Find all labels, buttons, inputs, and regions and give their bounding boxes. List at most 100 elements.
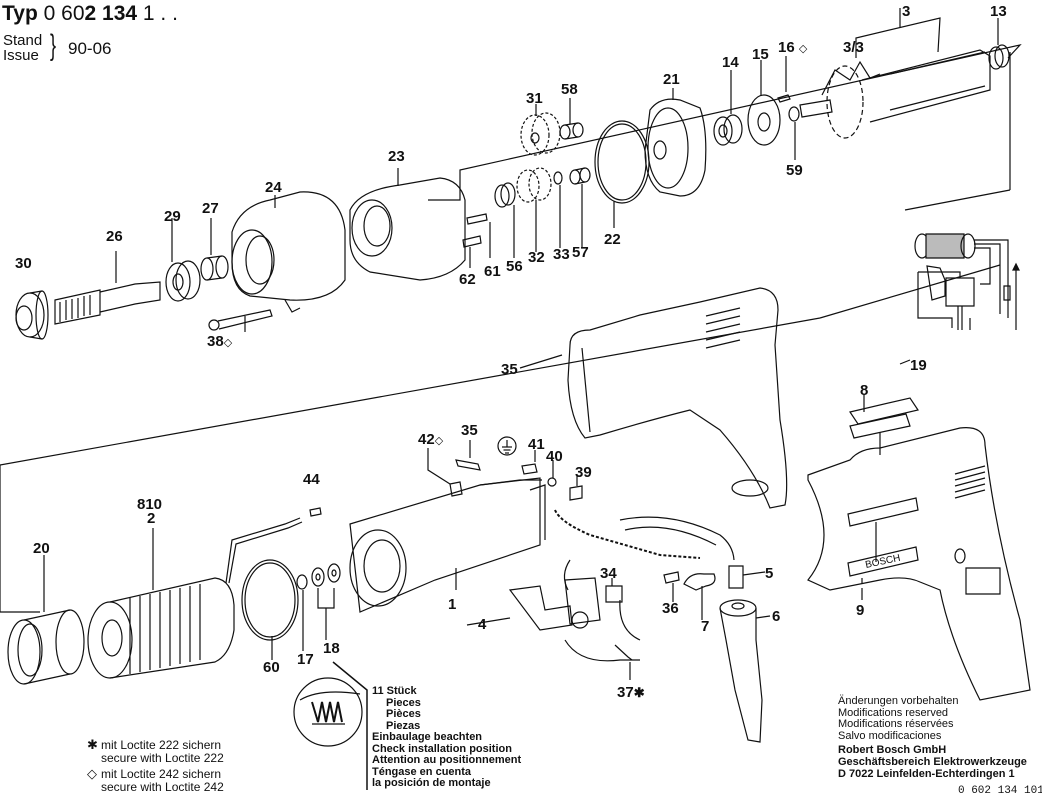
stand-issue-labels: Stand Issue <box>3 33 42 63</box>
star-icon: ✱ <box>87 737 98 752</box>
part-label-3: 3 <box>902 3 911 20</box>
part-label-9: 9 <box>856 602 865 619</box>
part-32-gear <box>517 168 551 252</box>
part-56-bearing <box>495 183 515 258</box>
part-label-40: 40 <box>546 448 563 465</box>
part-label-39: 39 <box>575 464 592 481</box>
wiring-schematic <box>915 234 1019 330</box>
loctite-242-icon: ◇ <box>223 337 233 349</box>
part-label-21: 21 <box>663 71 680 88</box>
part-1-motor-housing <box>350 478 545 612</box>
footer-address: D 7022 Leinfelden-Echterdingen 1 <box>838 767 1015 780</box>
part-23-housing <box>350 168 465 280</box>
part-label-60: 60 <box>263 659 280 676</box>
note-qty-en: Pieces <box>386 696 421 709</box>
part-label-61: 61 <box>484 263 501 280</box>
part-label-57: 57 <box>572 244 589 261</box>
part-8-label-plate <box>850 394 918 424</box>
parts-42-35-screws <box>428 440 480 496</box>
note-qty-es: Piezas <box>386 719 421 732</box>
part-label-36: 36 <box>662 600 679 617</box>
part-38-screw <box>209 310 272 332</box>
part-label-31: 31 <box>526 90 543 107</box>
note-install-en: Check installation position <box>372 742 512 755</box>
issue-label: Issue <box>3 47 39 64</box>
part-label-16: 16 ◇ <box>778 40 807 57</box>
part-label-17: 17 <box>297 651 314 668</box>
typ-number-prefix: 0 60 <box>43 2 85 25</box>
part-label-37: 37✱ <box>617 685 645 700</box>
legend-loctite-242: ◇mit Loctite 242 sichern secure with Loc… <box>87 767 224 794</box>
document-number: 0 602 134 101 <box>958 785 1042 797</box>
part-15-plate <box>748 60 780 145</box>
footer-changes-fr: Modifications réservées <box>838 718 954 731</box>
part-38-number: 38 <box>207 333 224 350</box>
footer-division: Geschäftsbereich Elektrowerkzeuge <box>838 755 1027 768</box>
part-44-sleeve <box>310 508 321 516</box>
part-label-59: 59 <box>786 162 803 179</box>
part-21-flange <box>645 88 706 196</box>
diamond-icon: ◇ <box>87 766 97 781</box>
parts-33-57 <box>554 168 590 248</box>
part-36-screw <box>664 572 679 602</box>
part-4-switch <box>467 560 640 661</box>
part-14-bearing <box>714 70 742 145</box>
part-label-8: 8 <box>860 382 869 399</box>
part-30-nut <box>16 291 48 339</box>
part-label-34: 34 <box>600 565 617 582</box>
part-label-29: 29 <box>164 208 181 225</box>
legend-loctite-222: ✱mit Loctite 222 sichern secure with Loc… <box>87 738 224 765</box>
installation-note: 11 Stück Pieces Pièces Piezas Einbaulage… <box>372 685 521 790</box>
loctite-242-icon: ◇ <box>798 43 808 55</box>
part-label-30: 30 <box>15 255 32 272</box>
assembly-frame-lines <box>0 45 1020 612</box>
part-label-3-3: 3/3 <box>843 39 864 56</box>
part-31-gear <box>521 104 560 155</box>
detail-magnifier <box>294 662 367 790</box>
part-label-33: 33 <box>553 246 570 263</box>
part-label-19: 19 <box>910 357 927 374</box>
part-13-bearing <box>989 18 1009 69</box>
legend-242-en: secure with Loctite 242 <box>101 780 224 794</box>
typ-label: Typ <box>2 2 38 25</box>
stand-label: Stand <box>3 32 43 49</box>
footer-block: Änderungen vorbehalten Modifications res… <box>838 695 1027 780</box>
footer-changes-en: Modifications reserved <box>838 706 949 719</box>
part-label-15: 15 <box>752 46 769 63</box>
part-42-number: 42 <box>418 431 435 448</box>
note-install-es2: la posición de montaje <box>372 777 491 789</box>
brace-icon: } <box>50 29 57 62</box>
part-6-cable-guard <box>720 600 770 742</box>
part-label-23: 23 <box>388 148 405 165</box>
part-label-38: 38◇ <box>207 334 232 351</box>
parts-61-62-pins <box>463 214 490 268</box>
part-label-27: 27 <box>202 200 219 217</box>
part-37-number: 37 <box>617 684 634 701</box>
loctite-222-icon: ✱ <box>633 685 645 700</box>
part-label-42: 42◇ <box>418 432 443 449</box>
parts-16-59 <box>778 56 799 160</box>
footer-changes-es: Salvo modificaciones <box>838 729 942 742</box>
part-label-14: 14 <box>722 54 739 71</box>
issue-value: 90-06 <box>68 39 112 58</box>
part-7-clamp <box>684 574 715 620</box>
part-label-22: 22 <box>604 231 621 248</box>
part-label-32: 32 <box>528 249 545 266</box>
part-22-oring <box>595 121 649 228</box>
part-37-screw <box>615 645 632 680</box>
part-58-sleeve <box>560 98 583 139</box>
part-label-35-lower: 35 <box>461 422 478 439</box>
part-label-41: 41 <box>528 436 545 453</box>
part-label-1: 1 <box>448 596 457 613</box>
part-20-ring <box>8 555 84 684</box>
loctite-242-icon: ◇ <box>434 435 444 447</box>
note-qty-de: 11 Stück <box>372 685 417 697</box>
part-label-56: 56 <box>506 258 523 275</box>
part-16-number: 16 <box>778 39 795 56</box>
note-install-de: Einbaulage beachten <box>372 731 483 743</box>
parts-17-18-washers <box>297 564 340 651</box>
part-label-20: 20 <box>33 540 50 557</box>
part-label-24: 24 <box>265 179 282 196</box>
part-24-housing <box>232 192 345 312</box>
